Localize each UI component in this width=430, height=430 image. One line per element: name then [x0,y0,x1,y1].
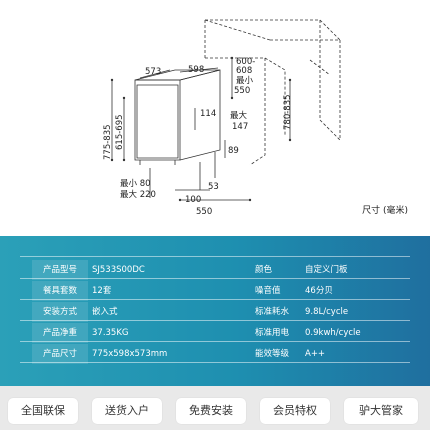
spec-value: 0.9kwh/cycle [305,328,361,338]
unit-label: 尺寸 (毫米) [362,206,408,216]
row-divider [20,278,410,279]
service-warranty-button[interactable]: 全国联保 [8,398,78,424]
spec-key: 产品型号 [32,260,88,280]
row-divider [20,256,410,257]
dim-598: 598 [188,65,205,75]
dimension-diagram: 573 598 600- 608 最小 550 780-835 最大 147 1… [103,19,408,217]
service-delivery-button[interactable]: 送货入户 [92,398,162,424]
service-steward-button[interactable]: 驴大管家 [344,398,418,424]
spec-key: 产品尺寸 [32,344,88,364]
dim-114: 114 [200,109,217,119]
spec-table: 产品型号 SJ533S00DC 颜色 自定义门板 餐具套数 12套 噪音值 46… [0,236,430,386]
dim-780-835: 780-835 [283,94,293,130]
dim-100: 100 [185,195,202,205]
spec-value: 775x598x573mm [92,349,168,359]
spec-value: 12套 [92,286,112,296]
service-bar: 全国联保 送货入户 免费安装 会员特权 驴大管家 [0,386,430,430]
spec-key: 产品净重 [32,323,88,343]
dim-615-695: 615-695 [115,114,125,150]
dim-775-835: 775-835 [103,124,113,160]
dim-600-608: 600- 608 [236,57,256,76]
spec-value: 9.8L/cycle [305,307,349,317]
dim-max-label: 最大 [230,111,248,121]
spec-key: 餐具套数 [32,281,88,301]
dishwasher-line-drawing [110,19,341,202]
dim-550-bottom: 550 [196,207,213,217]
spec-value: 37.35KG [92,328,129,338]
spec-key: 噪音值 [255,286,281,296]
dim-147: 147 [232,122,249,132]
dim-min-80: 最小 80 [120,179,151,189]
spec-key: 安装方式 [32,302,88,322]
row-divider [20,299,410,300]
service-installation-button[interactable]: 免费安装 [176,398,246,424]
row-divider [20,362,410,363]
spec-key: 标准耗水 [255,307,290,317]
spec-value: 46分贝 [305,286,333,296]
dim-53: 53 [208,182,219,192]
spec-value: 嵌入式 [92,307,118,317]
row-divider [20,320,410,321]
spec-value: A++ [305,349,326,359]
spec-value: SJ533S00DC [92,265,145,275]
row-divider [20,341,410,342]
dim-550-top: 550 [234,86,251,96]
dim-min-label: 最小 [236,76,254,86]
dim-573: 573 [145,67,162,77]
spec-key: 颜色 [255,265,273,275]
spec-value: 自定义门板 [305,265,348,275]
spec-key: 能效等级 [255,349,290,359]
spec-key: 标准用电 [255,328,290,338]
dim-max-220: 最大 220 [120,190,156,200]
dim-89: 89 [228,146,239,156]
service-member-button[interactable]: 会员特权 [260,398,330,424]
